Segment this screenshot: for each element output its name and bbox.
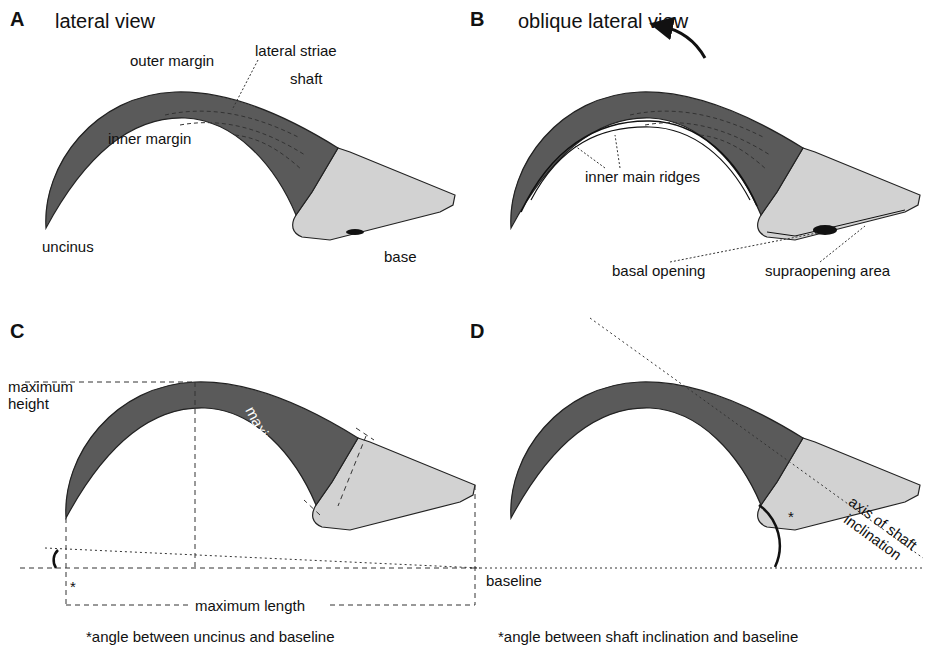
part-name: basal opening <box>612 262 705 279</box>
panel-title: lateral view <box>55 10 155 32</box>
part-name: inner margin <box>108 130 191 147</box>
dimension-label: maximum height <box>8 378 78 412</box>
part-name: lateral striae <box>255 42 337 59</box>
dimension-label: maximum length <box>195 597 305 614</box>
part-name: base <box>384 248 417 265</box>
line-label: baseline <box>486 572 542 589</box>
angle-marker: * <box>788 508 794 525</box>
panel-letter: A <box>10 8 24 30</box>
part-name: supraopening area <box>765 262 890 279</box>
panel-letter: B <box>470 8 484 30</box>
part-name: shaft <box>290 70 323 87</box>
part-name: uncinus <box>42 238 94 255</box>
panel-letter: C <box>10 320 24 342</box>
panel-letter: D <box>470 320 484 342</box>
caption-note: *angle between uncinus and baseline <box>86 628 335 645</box>
claw-a <box>46 60 455 240</box>
part-name: inner main ridges <box>585 168 700 185</box>
panel-title: oblique lateral view <box>518 10 688 32</box>
angle-marker: * <box>70 578 76 595</box>
claw-c <box>20 382 480 605</box>
caption-note: *angle between shaft inclination and bas… <box>498 628 798 645</box>
part-name: outer margin <box>130 52 214 69</box>
claw-b <box>511 26 920 262</box>
